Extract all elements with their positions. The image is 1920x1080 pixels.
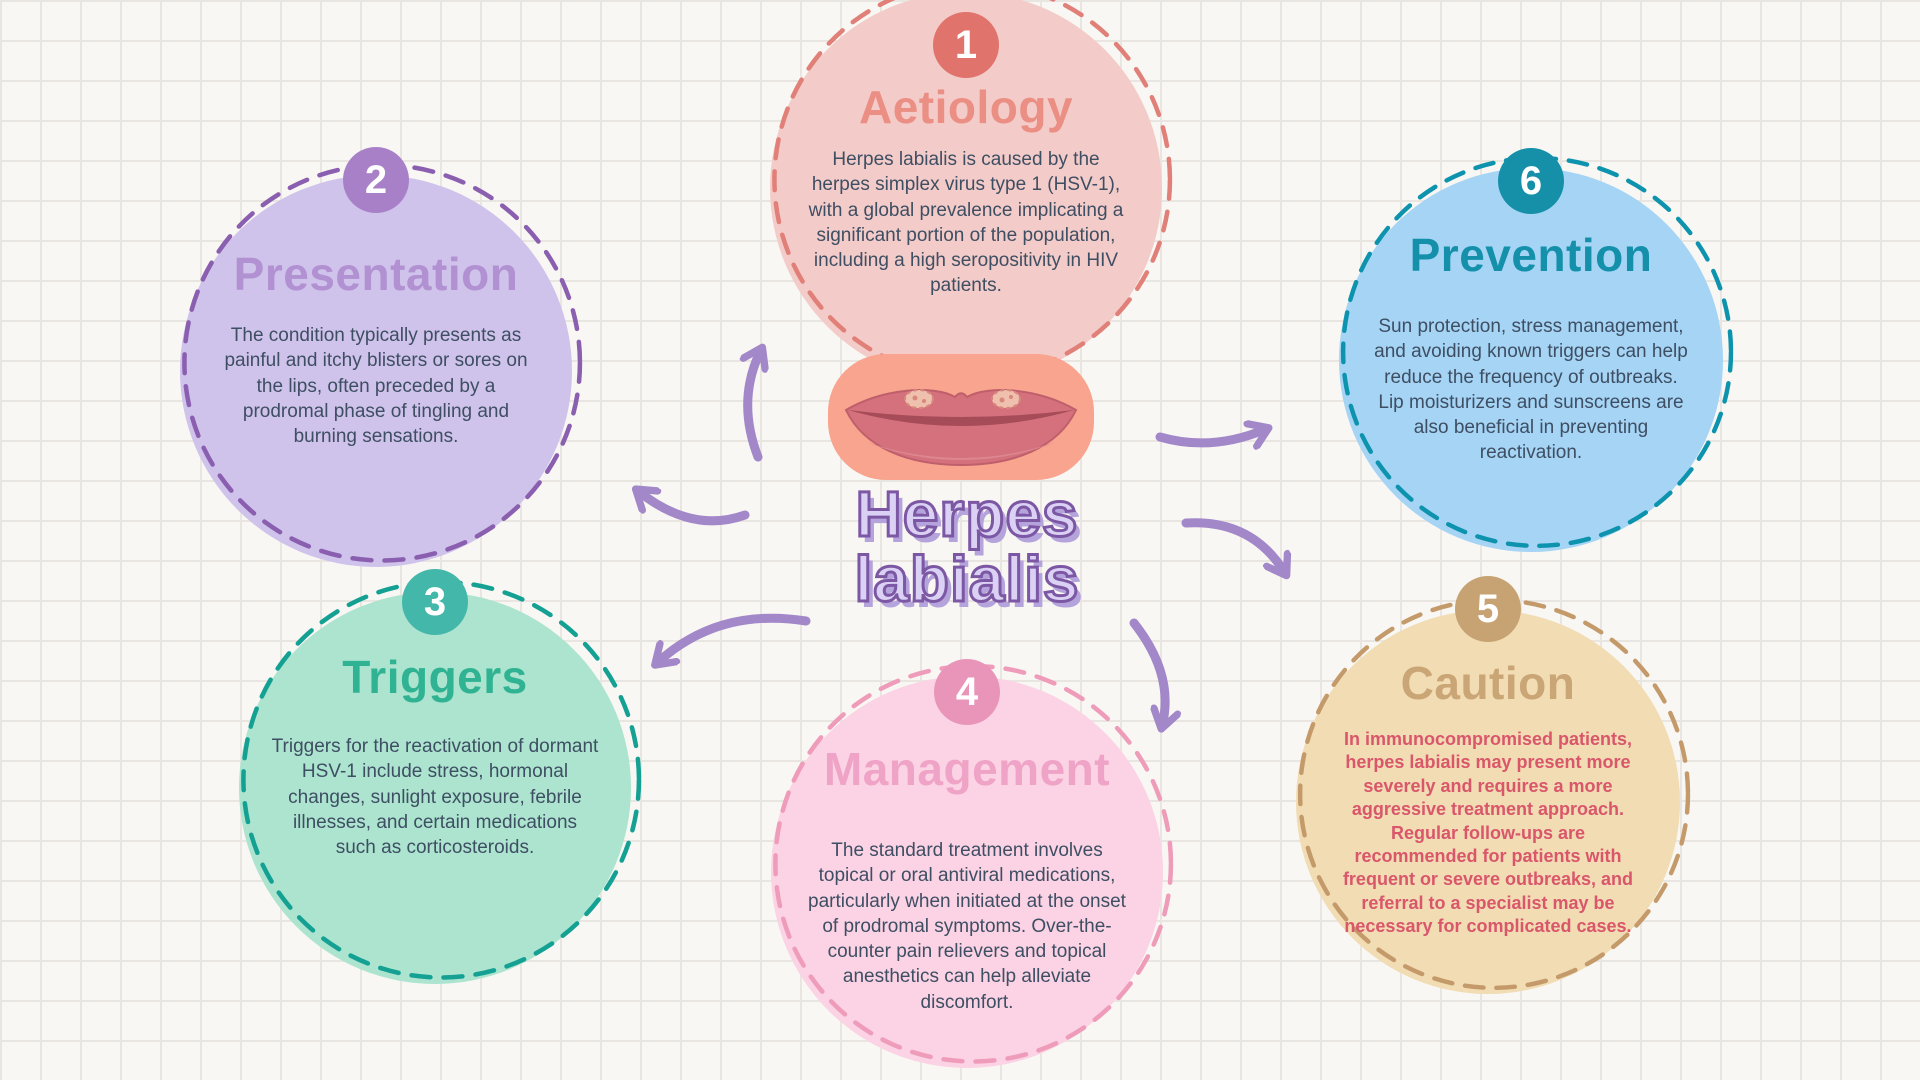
page-title-line1: Herpes	[854, 478, 1079, 550]
lips-with-cold-sores-icon	[828, 354, 1094, 480]
arrow-to-prevention-icon	[1155, 429, 1266, 443]
node-body: In immunocompromised patients, herpes la…	[1342, 729, 1634, 937]
node-prevention: 6 Prevention Sun protection, stress mana…	[1339, 148, 1734, 552]
step-number: 4	[955, 669, 979, 714]
node-aetiology: 1 Aetiology Herpes labialis is caused by…	[770, 0, 1173, 384]
arrow-to-caution-icon	[1181, 518, 1285, 573]
step-number-badge: 6	[1498, 148, 1564, 214]
node-title: Presentation	[233, 248, 519, 300]
node-title: Management	[823, 743, 1111, 795]
node-presentation: 2 Presentation The condition typically p…	[180, 147, 583, 567]
node-triggers: 3 Triggers Triggers for the reactivation…	[239, 569, 642, 984]
step-number-badge: 1	[933, 12, 999, 78]
page-title: Herpes labialis	[853, 478, 1080, 615]
step-number: 5	[1476, 586, 1500, 631]
step-number: 3	[423, 579, 447, 624]
node-title: Caution	[1400, 657, 1576, 709]
node-title: Triggers	[342, 651, 528, 703]
node-title: Aetiology	[858, 81, 1074, 133]
node-body: Triggers for the reactivation of dormant…	[271, 736, 599, 859]
step-number-badge: 4	[934, 659, 1000, 725]
step-number: 6	[1519, 158, 1543, 203]
arrow-to-triggers-icon	[657, 613, 811, 663]
step-number-badge: 2	[343, 147, 409, 213]
node-title: Prevention	[1409, 229, 1653, 281]
node-body: The condition typically presents as pain…	[224, 325, 528, 448]
step-number-badge: 3	[402, 569, 468, 635]
arrow-to-management-icon	[1129, 618, 1165, 726]
page-title-line2: labialis	[853, 543, 1080, 615]
step-number: 2	[364, 157, 388, 202]
step-number-badge: 5	[1455, 576, 1521, 642]
node-body: Herpes labialis is caused by the herpes …	[808, 149, 1124, 297]
node-body: The standard treatment involves topical …	[808, 840, 1126, 1013]
arrow-to-presentation-icon	[638, 491, 750, 526]
arrow-to-aetiology-icon	[748, 350, 761, 462]
node-caution: 5 Caution In immunocompromised patients,…	[1296, 576, 1691, 994]
step-number: 1	[954, 22, 978, 67]
node-body: Sun protection, stress management, and a…	[1374, 316, 1688, 464]
node-management: 4 Management The standard treatment invo…	[771, 659, 1174, 1068]
